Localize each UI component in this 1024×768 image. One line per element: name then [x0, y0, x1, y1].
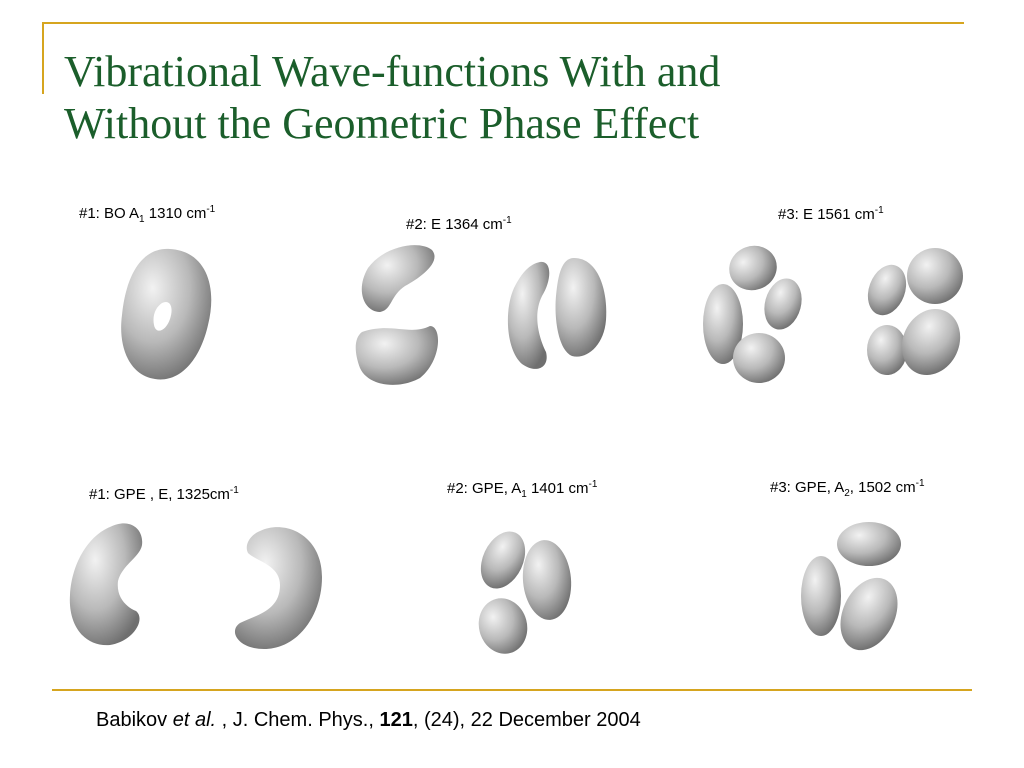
- label-bo-2: #2: E 1364 cm-1: [406, 215, 512, 234]
- label-gpe-2: #2: GPE, A1 1401 cm-1: [447, 479, 598, 500]
- slide-title: Vibrational Wave-functions With and With…: [64, 46, 964, 150]
- title-accent-bar: [42, 22, 44, 94]
- label-gpe-1: #1: GPE , E, 1325cm-1: [89, 485, 239, 504]
- wavefunction-gpe-2-image: [478, 531, 572, 654]
- wavefunction-bo-2-image: [355, 245, 607, 385]
- citation: Babikov et al. , J. Chem. Phys., 121, (2…: [96, 709, 641, 731]
- wavefunction-bo-1-image: [121, 248, 212, 380]
- wavefunction-bo-3-image: [703, 245, 963, 383]
- label-bo-3: #3: E 1561 cm-1: [778, 205, 884, 224]
- label-bo-1: #1: BO A1 1310 cm-1: [79, 204, 216, 225]
- label-gpe-3: #3: GPE, A2, 1502 cm-1: [770, 478, 925, 499]
- top-rule: [42, 22, 964, 24]
- slide-title-line-1: Vibrational Wave-functions With and: [64, 47, 721, 96]
- wavefunction-gpe-1-image: [69, 523, 322, 649]
- bottom-rule: [52, 689, 972, 691]
- wavefunction-gpe-3-image: [801, 522, 901, 651]
- slide-title-line-2: Without the Geometric Phase Effect: [64, 99, 700, 148]
